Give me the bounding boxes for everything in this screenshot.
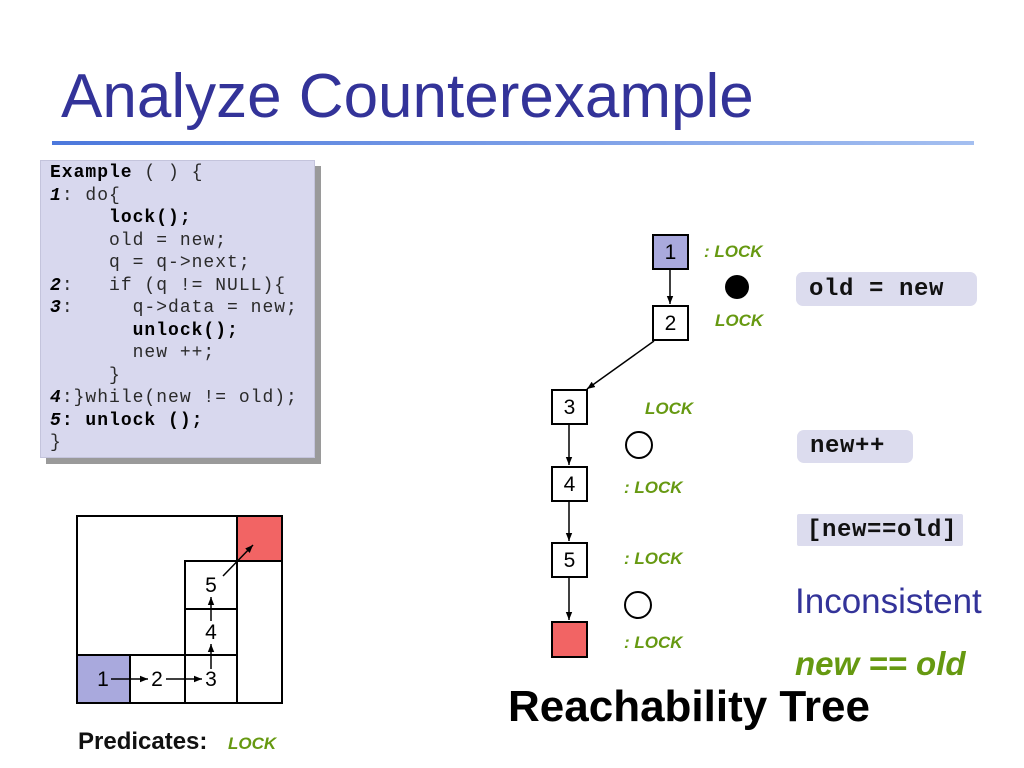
region-label: 2 <box>151 668 163 691</box>
node-predicate-state: : LOCK <box>624 478 684 497</box>
tree-node-initial <box>652 234 689 270</box>
code-text: new ++; <box>50 343 216 363</box>
predicates-label: Predicates: <box>78 728 208 755</box>
code-line-number: 5 <box>50 410 62 431</box>
empty-state-marker <box>625 431 653 459</box>
statement-old-assign: old = new <box>796 272 977 306</box>
tree-node <box>551 542 588 578</box>
code-line: 4:}while(new != old); <box>50 387 298 410</box>
code-line: 1: do{ <box>50 185 298 208</box>
code-line: q = q->next; <box>50 252 298 275</box>
region-label: 5 <box>205 574 217 597</box>
tree-node-label: 2 <box>665 312 677 335</box>
code-line: lock(); <box>50 207 298 230</box>
code-text: : if (q != NULL){ <box>61 275 287 296</box>
predicate-item: LOCK <box>228 734 277 753</box>
region-label: 3 <box>205 668 217 691</box>
reachability-tree: 1 2 3 4 5 : LOCK LOCK LOCK : LOCK : LOCK… <box>551 234 765 658</box>
tree-node-error <box>551 621 588 658</box>
code-line: 2: if (q != NULL){ <box>50 275 298 298</box>
tree-node-label: 3 <box>564 396 576 419</box>
node-predicate-state: LOCK <box>715 311 765 330</box>
code-line: } <box>50 432 298 455</box>
code-text: old = new; <box>50 230 228 251</box>
tree-node-label: 5 <box>564 549 576 572</box>
code-text: } <box>50 365 121 386</box>
code-line: 5: unlock (); <box>50 410 298 433</box>
code-text: :}while(new != old); <box>61 388 298 408</box>
code-line-number: 3 <box>50 298 62 318</box>
code-text: q = q->next; <box>50 253 251 273</box>
statement-assume: [new==old] <box>797 514 963 546</box>
code-line: Example ( ) { <box>50 162 298 185</box>
code-text: Example <box>50 163 133 183</box>
tree-node <box>551 466 588 502</box>
transition-arrow <box>222 544 254 577</box>
code-text: : do{ <box>61 185 121 206</box>
node-predicate-state: : LOCK <box>624 633 684 652</box>
tree-caption: Reachability Tree <box>508 682 870 731</box>
code-text: : unlock (); <box>61 410 204 431</box>
code-text: ( ) { <box>132 163 204 183</box>
code-line-number: 4 <box>50 388 62 408</box>
code-lines: Example ( ) {1: do{ lock(); old = new; q… <box>50 162 298 455</box>
tree-node <box>551 389 588 425</box>
code-text: : q->data = new; <box>61 298 298 318</box>
tree-node <box>652 305 689 341</box>
tree-node-label: 1 <box>665 241 677 264</box>
code-listing: Example ( ) {1: do{ lock(); old = new; q… <box>40 160 315 458</box>
code-line: old = new; <box>50 230 298 253</box>
inconsistency-reason: new == old <box>795 645 966 682</box>
tree-edge <box>586 340 655 390</box>
code-text: lock(); <box>109 208 192 228</box>
code-line: 3: q->data = new; <box>50 297 298 320</box>
verdict-text: Inconsistent <box>795 582 982 621</box>
region-label: 1 <box>97 668 109 691</box>
title-underline <box>52 141 974 145</box>
filled-state-marker <box>725 275 749 299</box>
code-text: } <box>50 433 62 453</box>
node-predicate-state: LOCK <box>645 399 695 418</box>
node-predicate-state: : LOCK <box>624 549 684 568</box>
region-label: 4 <box>205 621 217 644</box>
code-line-number: 2 <box>50 275 62 296</box>
code-line: unlock(); <box>50 320 298 343</box>
statement-increment: new++ <box>797 430 913 463</box>
code-line-number: 1 <box>50 185 62 206</box>
code-text: unlock(); <box>132 320 239 341</box>
tree-node-label: 4 <box>564 473 576 496</box>
abstraction-diagram: 1 2 3 4 5 <box>76 515 283 704</box>
code-line: } <box>50 365 298 388</box>
node-predicate-state: : LOCK <box>704 242 764 261</box>
empty-state-marker <box>624 591 652 619</box>
code-line: new ++; <box>50 342 298 365</box>
region-right-column <box>236 560 283 704</box>
slide-title: Analyze Counterexample <box>61 62 754 131</box>
